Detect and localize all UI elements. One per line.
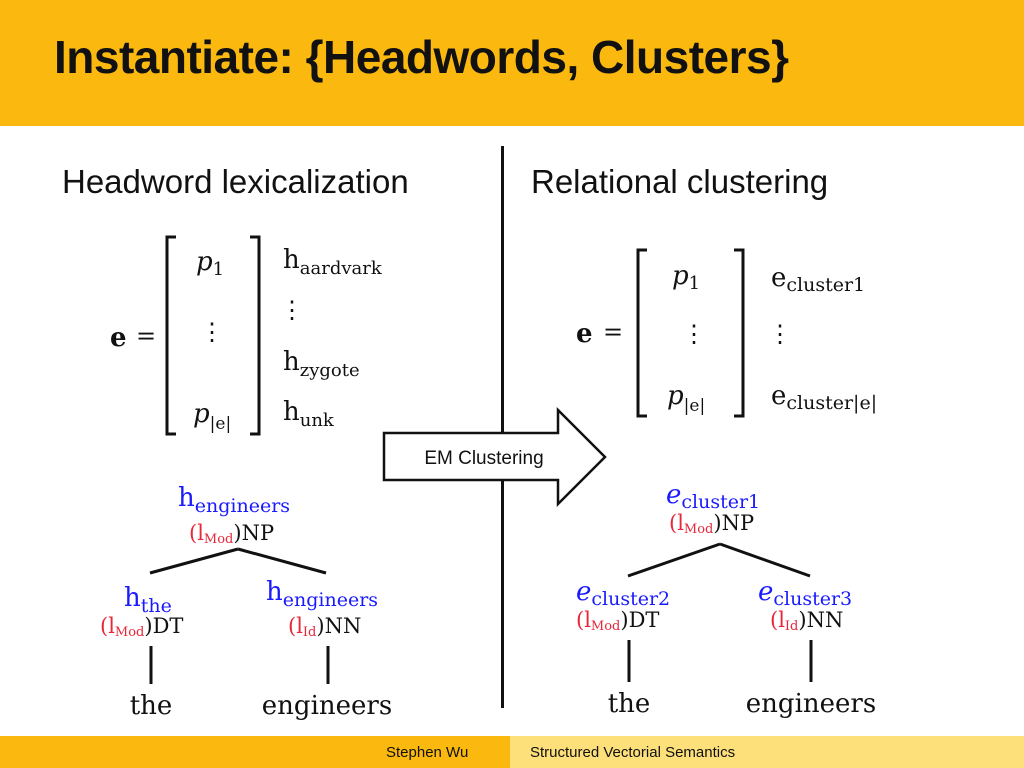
left-bracket-open — [165, 235, 176, 436]
slide-title: Instantiate: {Headwords, Clusters} — [54, 31, 789, 83]
right-entry-p1: p1 — [672, 261, 700, 294]
left-vector: e = p1 ⋮ p|e| haardvark ⋮ hzygote hunk — [110, 235, 383, 436]
left-tree-nn-head: hengineers — [266, 577, 378, 611]
right-vector-lhs: e — [576, 319, 593, 349]
left-label-zygote: hzygote — [283, 347, 360, 381]
left-tree-root-label: (lMod)NP — [189, 521, 274, 547]
title-bar — [0, 0, 1024, 126]
right-entry-pe: p|e| — [667, 381, 705, 416]
footer-right-panel — [510, 736, 1024, 768]
right-entry-vdots: ⋮ — [682, 320, 706, 348]
left-tree-nn-label: (lId)NN — [288, 614, 361, 640]
right-tree-nn-head: ecluster3 — [758, 577, 852, 610]
left-label-vdots: ⋮ — [280, 296, 304, 324]
em-clustering-arrow: EM Clustering — [382, 406, 607, 508]
arrow-shape — [382, 406, 607, 508]
left-heading: Headword lexicalization — [62, 163, 409, 200]
arrow-label: EM Clustering — [424, 448, 543, 469]
footer-author: Stephen Wu — [386, 744, 469, 761]
left-entry-vdots: ⋮ — [200, 318, 224, 346]
right-vector: e = p1 ⋮ p|e| ecluster1 ⋮ ecluster|e| — [576, 248, 877, 418]
right-tree-word-engineers: engineers — [746, 689, 876, 719]
left-tree-dt-label: (lMod)DT — [100, 614, 183, 640]
left-tree-word-engineers: engineers — [262, 691, 392, 721]
right-tree-edge-right — [719, 542, 811, 578]
right-bracket-close — [734, 248, 745, 418]
left-entry-p1: p1 — [196, 247, 224, 280]
right-label-cluster-e: ecluster|e| — [771, 381, 877, 414]
footer-bar: Stephen Wu Structured Vectorial Semantic… — [0, 736, 1024, 768]
left-vector-eq: = — [136, 322, 156, 350]
footer-talk-title: Structured Vectorial Semantics — [530, 744, 736, 761]
left-entry-pe: p|e| — [193, 399, 231, 434]
column-divider — [501, 146, 504, 708]
right-tree-word-the: the — [608, 689, 651, 719]
right-tree-root-label: (lMod)NP — [669, 511, 754, 537]
right-tree-edge-left — [627, 542, 721, 578]
right-tree: ecluster1 (lMod)NP ecluster2 (lMod)DT ec… — [576, 480, 876, 719]
left-vector-lhs: e — [110, 323, 127, 353]
right-label-cluster1: ecluster1 — [771, 263, 865, 296]
right-tree-root-head: ecluster1 — [666, 480, 760, 513]
left-label-aardvark: haardvark — [283, 245, 383, 279]
right-vector-eq: = — [603, 318, 623, 346]
right-bracket-open — [636, 248, 647, 418]
left-bracket-close — [250, 235, 261, 436]
left-label-unk: hunk — [283, 397, 335, 431]
left-tree-dt-head: hthe — [124, 583, 172, 617]
left-tree-edge-right — [237, 547, 327, 575]
right-heading: Relational clustering — [531, 163, 829, 200]
left-tree: hengineers (lMod)NP hthe (lMod)DT hengin… — [100, 483, 392, 721]
left-tree-word-the: the — [130, 691, 173, 721]
right-label-vdots: ⋮ — [768, 320, 792, 348]
right-tree-dt-label: (lMod)DT — [576, 608, 659, 634]
left-tree-edge-left — [149, 547, 239, 575]
right-tree-dt-head: ecluster2 — [576, 577, 670, 610]
left-tree-root-head: hengineers — [178, 483, 290, 517]
right-tree-nn-label: (lId)NN — [770, 608, 843, 634]
